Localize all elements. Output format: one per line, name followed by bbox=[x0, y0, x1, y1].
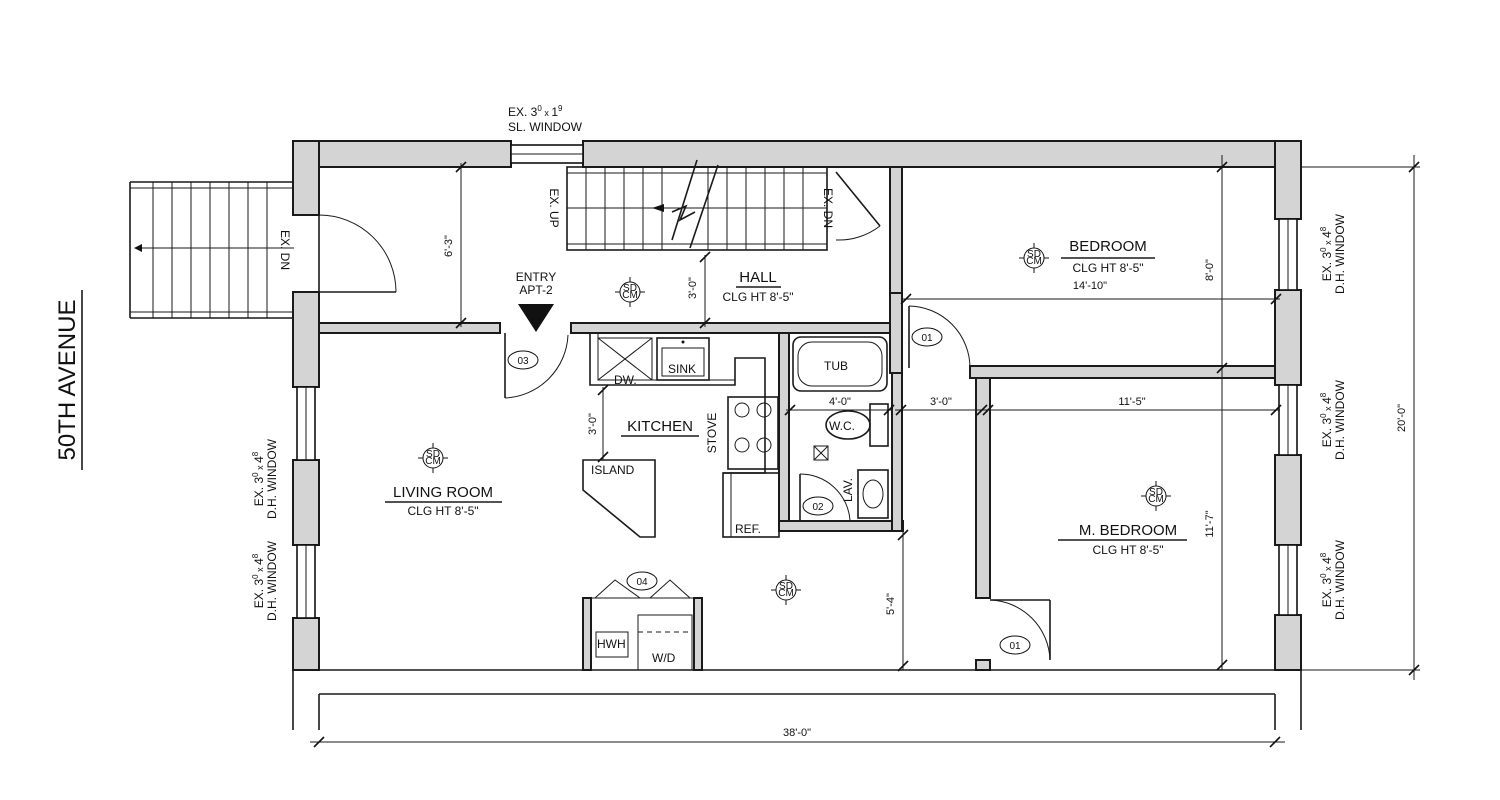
closet-fixtures bbox=[591, 571, 694, 671]
room-width-bedroom: 14'-10" bbox=[1073, 280, 1107, 292]
dishwasher-label: DW. bbox=[614, 373, 637, 387]
dim-total-height: 20'-0" bbox=[1396, 404, 1408, 432]
dim-total-width: 38'-0" bbox=[783, 727, 811, 739]
door-tag-04: 04 bbox=[636, 577, 648, 588]
door-01-bedroom-swing bbox=[908, 305, 971, 369]
lav-label: LAV. bbox=[841, 478, 855, 502]
room-clg-bedroom: CLG HT 8'-5" bbox=[1072, 261, 1143, 275]
dim-kitchen-gap: 3'-0" bbox=[587, 413, 599, 435]
door-tag-03: 03 bbox=[517, 356, 529, 367]
smoke-detector-hallway-lower: SD CM bbox=[770, 574, 802, 606]
smoke-detector-hall: SD CM bbox=[614, 276, 646, 308]
dim-hall-height: 6'-3" bbox=[443, 235, 455, 257]
room-name-living: LIVING ROOM bbox=[393, 484, 493, 501]
window-label-right-3: EX. 30 x 48 D.H. WINDOW bbox=[1319, 539, 1347, 620]
exterior-walls bbox=[292, 140, 1302, 730]
room-name-bedroom: BEDROOM bbox=[1069, 238, 1147, 255]
svg-text:CM: CM bbox=[425, 456, 441, 467]
hwh-label: HWH bbox=[597, 637, 626, 651]
room-clg-hall: CLG HT 8'-5" bbox=[722, 290, 793, 304]
svg-text:CM: CM bbox=[1148, 494, 1164, 505]
entry-apt-label: APT-2 bbox=[519, 283, 553, 297]
svg-text:D.H. WINDOW: D.H. WINDOW bbox=[1333, 539, 1347, 620]
door-tag-01-mbedroom: 01 bbox=[1009, 641, 1021, 652]
svg-text:SL. WINDOW: SL. WINDOW bbox=[508, 120, 583, 134]
svg-text:CM: CM bbox=[1026, 256, 1042, 267]
tub-label: TUB bbox=[824, 359, 848, 373]
svg-text:EX. 30 x 48: EX. 30 x 48 bbox=[251, 553, 266, 608]
dim-corridor-width: 3'-0" bbox=[930, 396, 952, 408]
room-name-hall: HALL bbox=[739, 269, 777, 286]
svg-text:SD: SD bbox=[623, 283, 637, 294]
window-label-top: EX. 30 x 19 SL. WINDOW bbox=[508, 104, 583, 134]
dim-bath-width: 4'-0" bbox=[829, 396, 851, 408]
svg-text:EX. 30 x 48: EX. 30 x 48 bbox=[1319, 392, 1334, 447]
svg-text:D.H. WINDOW: D.H. WINDOW bbox=[1333, 213, 1347, 294]
window-label-right-2: EX. 30 x 48 D.H. WINDOW bbox=[1319, 379, 1347, 460]
svg-text:SD: SD bbox=[426, 449, 440, 460]
stove-label: STOVE bbox=[705, 413, 719, 453]
svg-text:EX. 30 x 48: EX. 30 x 48 bbox=[1319, 552, 1334, 607]
dim-mbedroom-height: 11'-7" bbox=[1204, 510, 1216, 537]
ex-dn-label-stair: EX. DN bbox=[821, 188, 835, 228]
entry-arrow-icon bbox=[518, 304, 554, 332]
exterior-stairs bbox=[129, 181, 294, 319]
dim-mbedroom-width: 11'-5" bbox=[1118, 396, 1145, 408]
window-label-left-2: EX. 30 x 48 D.H. WINDOW bbox=[251, 540, 279, 621]
sink-label: SINK bbox=[668, 362, 696, 376]
svg-text:EX. 30 x 48: EX. 30 x 48 bbox=[1319, 226, 1334, 281]
svg-text:SD: SD bbox=[1027, 249, 1041, 260]
svg-text:D.H. WINDOW: D.H. WINDOW bbox=[265, 540, 279, 621]
svg-text:D.H. WINDOW: D.H. WINDOW bbox=[265, 438, 279, 519]
interior-walls bbox=[318, 166, 1276, 671]
street-label: 50TH AVENUE bbox=[54, 300, 81, 461]
svg-text:SD: SD bbox=[1149, 487, 1163, 498]
entry-door-swing bbox=[318, 214, 397, 293]
door-01-mbedroom-swing bbox=[989, 599, 1051, 661]
svg-text:CM: CM bbox=[778, 588, 794, 599]
smoke-detector-living: SD CM bbox=[417, 442, 449, 474]
dimension-lines bbox=[310, 155, 1420, 748]
door-03-swing bbox=[504, 333, 569, 399]
bathroom-fixtures bbox=[792, 336, 889, 521]
window-label-left-1: EX. 30 x 48 D.H. WINDOW bbox=[251, 438, 279, 519]
dim-lower-height: 5'-4" bbox=[885, 593, 897, 615]
wc-label: W.C. bbox=[829, 419, 855, 433]
dim-bedroom-height: 8'-0" bbox=[1204, 259, 1216, 281]
interior-stairs bbox=[566, 159, 881, 251]
room-clg-mbedroom: CLG HT 8'-5" bbox=[1092, 543, 1163, 557]
door-tag-02: 02 bbox=[812, 502, 824, 513]
room-name-mbedroom: M. BEDROOM bbox=[1079, 522, 1177, 539]
room-name-kitchen: KITCHEN bbox=[627, 418, 693, 435]
wd-label: W/D bbox=[652, 651, 676, 665]
smoke-detector-bedroom: SD CM bbox=[1018, 242, 1050, 274]
svg-text:CM: CM bbox=[622, 290, 638, 301]
smoke-detector-mbedroom: SD CM bbox=[1140, 480, 1172, 512]
svg-text:EX. 30 x 48: EX. 30 x 48 bbox=[251, 451, 266, 506]
entry-label: ENTRY bbox=[516, 270, 556, 284]
svg-text:SD: SD bbox=[779, 581, 793, 592]
window-label-right-1: EX. 30 x 48 D.H. WINDOW bbox=[1319, 213, 1347, 294]
ex-dn-label-left: EX. DN bbox=[278, 230, 292, 270]
island-label: ISLAND bbox=[591, 463, 635, 477]
ref-label: REF. bbox=[735, 522, 761, 536]
svg-text:D.H. WINDOW: D.H. WINDOW bbox=[1333, 379, 1347, 460]
svg-text:EX. 30 x 19: EX. 30 x 19 bbox=[508, 104, 563, 119]
room-clg-living: CLG HT 8'-5" bbox=[407, 504, 478, 518]
dim-hall-gap: 3'-0" bbox=[687, 277, 699, 299]
ex-up-label: EX. UP bbox=[547, 188, 561, 227]
kitchen-counter bbox=[582, 333, 780, 538]
door-tag-01-bedroom: 01 bbox=[921, 333, 933, 344]
